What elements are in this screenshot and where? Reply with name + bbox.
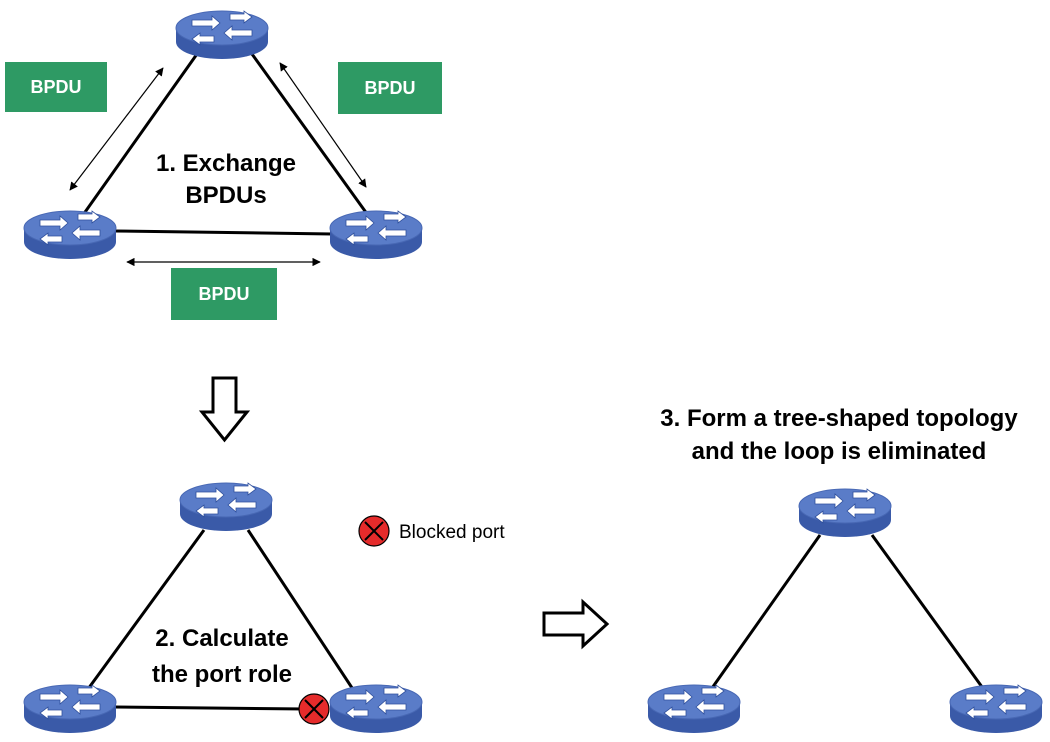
bpdu-box-left: BPDU — [5, 62, 107, 112]
stage3-caption-line1: 3. Form a tree-shaped topology — [660, 405, 1018, 432]
switch-icon — [647, 684, 741, 734]
stage1-caption-line1: 1. Exchange — [156, 150, 296, 177]
legend-blocked-port: Blocked port — [358, 515, 505, 547]
switch-icon — [23, 210, 117, 260]
switch-icon — [798, 488, 892, 538]
legend-label: Blocked port — [399, 522, 505, 543]
blocked-port-icon — [298, 693, 330, 725]
switch-icon — [23, 684, 117, 734]
bpdu-box-right: BPDU — [338, 62, 442, 114]
bpdu-box-bottom: BPDU — [171, 268, 277, 320]
stage3-caption-line2: and the loop is eliminated — [692, 438, 987, 465]
stage3-links — [703, 534, 992, 699]
stage2-links — [78, 529, 362, 711]
right-arrow-icon — [542, 598, 610, 650]
switch-icon — [329, 684, 423, 734]
bpdu-arrow-right — [279, 62, 367, 188]
switch-icon — [179, 482, 273, 532]
stage2-link-top-right — [246, 529, 362, 701]
stage3-link-right — [870, 534, 992, 699]
stage2-caption-line2: the port role — [152, 661, 292, 688]
switch-icon — [949, 684, 1043, 734]
stage2-link-bottom — [114, 705, 306, 711]
stage1-bpdu-arrows — [69, 62, 367, 267]
bpdu-arrow-left — [69, 67, 164, 191]
bpdu-label-left: BPDU — [30, 77, 81, 97]
bpdu-label-right: BPDU — [364, 78, 415, 98]
stage3-link-left — [703, 534, 822, 699]
stage2-caption-line1: 2. Calculate — [155, 625, 288, 652]
stage1-link-bottom — [114, 229, 333, 236]
stage1-caption-line2: BPDUs — [185, 182, 266, 209]
switch-icon — [329, 210, 423, 260]
switch-icon — [175, 10, 269, 60]
stage2-link-top-left — [78, 529, 206, 701]
blocked-port-icon — [358, 515, 390, 547]
down-arrow-icon — [198, 376, 251, 443]
bpdu-label-bottom: BPDU — [198, 284, 249, 304]
